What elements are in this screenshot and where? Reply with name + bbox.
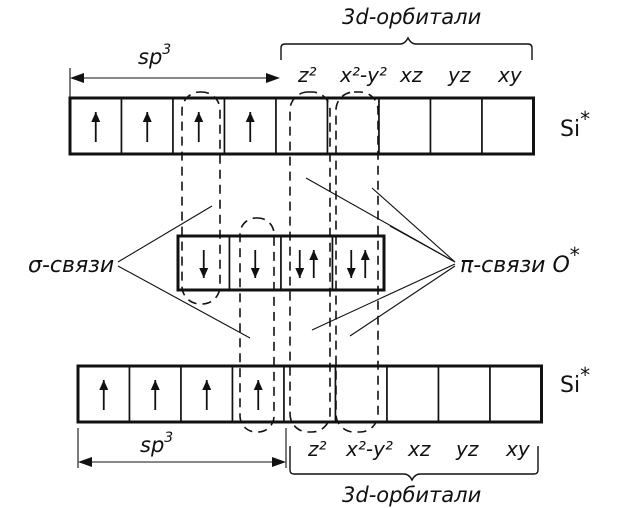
bottom-orbital-label-x2y2: x²-y² [345,437,393,461]
top-cell-1-arrow-up-head [91,112,101,122]
bottom-cell-8 [437,365,491,423]
sigma-bond-oval-1 [181,91,221,305]
pi-line-5 [349,265,456,337]
bottom-cell-1-arrow-up-head [99,380,109,390]
bottom-orbital-label-yz: yz [455,437,479,461]
middle-row-border [176,234,386,292]
bottom-cell-5 [283,365,337,423]
middle-cell-3-arrow-down-head [295,268,305,278]
middle-cell-4 [331,235,385,291]
bottom-orbital-row [76,364,543,424]
pi-bond-oval-2 [335,91,379,433]
top-orbital-label-z2: z² [297,63,317,87]
bottom-cell-6 [334,365,388,423]
top-orbital-label-yz: yz [447,63,471,87]
top-sp3-label: sp3 [138,42,171,69]
top-orbital-labels: z² x²-y² xz yz xy [297,63,523,87]
top-d-orbitals-label: 3d-орбитали [342,5,481,29]
top-cell-7 [378,97,432,155]
top-atom-label: Si* [560,107,590,142]
top-orbital-row [68,96,535,156]
pi-line-2 [371,187,456,263]
bottom-cell-4-arrow-up-head [253,380,263,390]
top-cell-8 [429,97,483,155]
pi-line-3 [389,225,456,263]
top-orbital-label-x2y2: x²-y² [339,63,387,87]
middle-orbital-row [176,234,386,292]
middle-cell-4-arrow-up-head [360,250,370,260]
bottom-orbital-label-z2: z² [307,437,327,461]
bottom-d-orbitals-label: 3d-орбитали [342,483,481,507]
sigma-line-lower [117,265,251,339]
top-cell-3-arrow-up-head [194,112,204,122]
top-cell-4-arrow-up-head [245,112,255,122]
bottom-cell-2-arrow-up-head [150,380,160,390]
sigma-line-upper [117,205,213,263]
bottom-cell-7 [386,365,440,423]
middle-cell-1-arrow-down-head [199,268,209,278]
pi-bond-oval-1 [289,91,331,433]
middle-cell-3 [280,235,334,291]
top-orbital-label-xy: xy [497,63,523,87]
bottom-cell-3-arrow-up-head [202,380,212,390]
top-cell-9 [481,97,535,155]
top-sp3-arrow-left-head [70,73,84,83]
top-orbital-label-xz: xz [399,63,423,87]
top-row-border [68,96,535,156]
bottom-sp3-arrow-right-head [272,457,286,467]
pi-bonds-label: π-связи O* [460,243,580,278]
bottom-sp3-label: sp3 [140,430,173,457]
bottom-orbital-label-xz: xz [407,437,431,461]
sigma-bond-oval-2 [239,217,275,433]
bottom-cell-9 [489,365,543,423]
bottom-sp3-arrow-left-head [78,457,92,467]
bottom-row-border [76,364,543,424]
top-cell-2-arrow-up-head [142,112,152,122]
bottom-d-brace [289,446,539,482]
bottom-orbital-labels: z² x²-y² xz yz xy [307,437,531,461]
middle-cell-3-arrow-up-head [309,250,319,260]
pi-line-4 [311,263,456,331]
top-cell-5 [275,97,329,155]
bottom-atom-label: Si* [560,363,590,398]
bottom-orbital-label-xy: xy [505,437,531,461]
middle-cell-2-arrow-down-head [250,268,260,278]
sigma-bonds-label: σ-связи [28,253,114,278]
top-sp3-arrow-right-head [266,73,280,83]
middle-cell-4-arrow-down-head [346,268,356,278]
top-d-brace [280,36,533,60]
